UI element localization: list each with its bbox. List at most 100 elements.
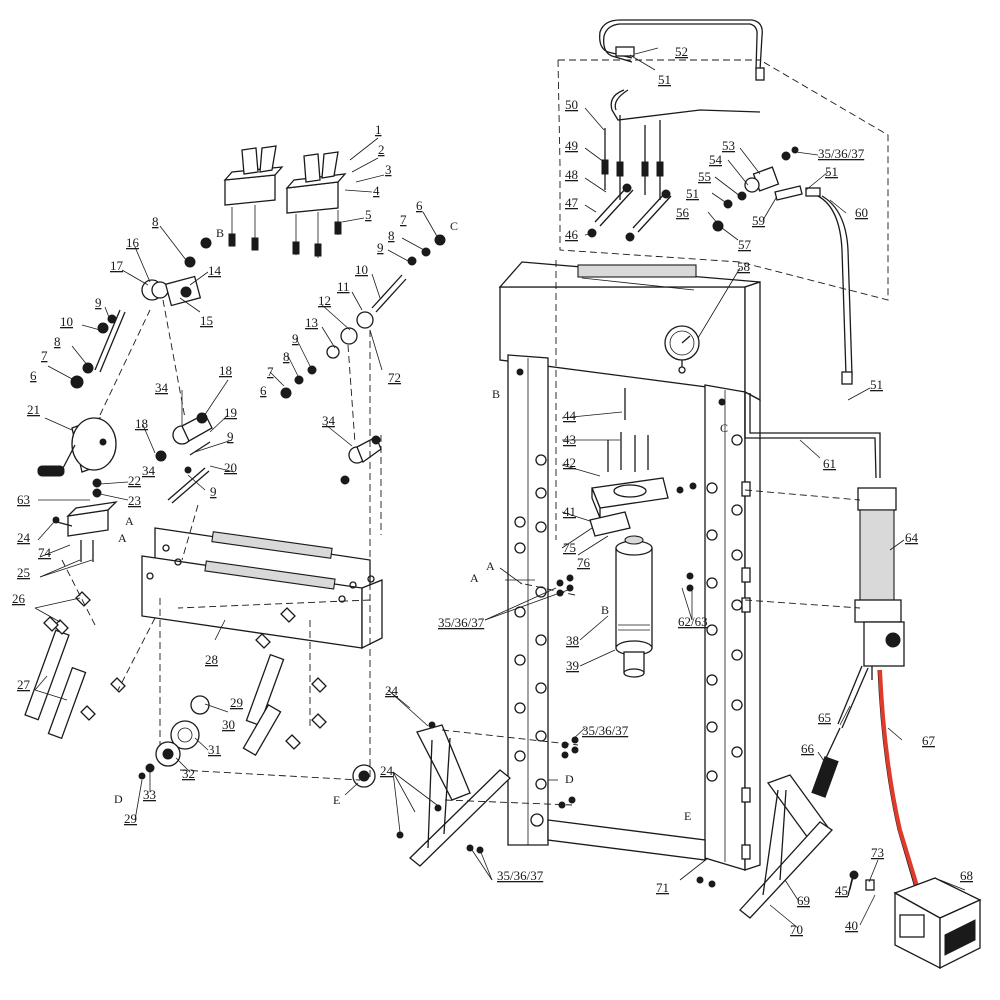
label-29b: 29: [124, 811, 137, 826]
ref-B-3: B: [601, 603, 609, 617]
label-8c: 8: [283, 349, 290, 364]
ref-D-2: D: [565, 772, 574, 786]
label-34c: 34: [322, 413, 336, 428]
label-10b: 10: [355, 262, 368, 277]
label-51b: 51: [686, 186, 699, 201]
label-9a: 9: [95, 295, 102, 310]
tie-rods: [607, 388, 649, 472]
label-61: 61: [823, 456, 836, 471]
label-44: 44: [563, 408, 577, 423]
label-8b: 8: [54, 334, 61, 349]
label-56: 56: [676, 205, 690, 220]
label-65: 65: [818, 710, 831, 725]
label-76: 76: [577, 555, 591, 570]
label-28: 28: [205, 652, 218, 667]
label-26: 26: [12, 591, 26, 606]
label-5: 5: [365, 207, 372, 222]
label-11: 11: [337, 279, 350, 294]
label-68: 68: [960, 868, 973, 883]
label-1: 1: [375, 122, 382, 137]
label-24b: 24: [385, 683, 399, 698]
label-9e: 9: [377, 240, 384, 255]
ref-B-2: B: [492, 387, 500, 401]
label-24a: 24: [17, 530, 31, 545]
label-7a: 7: [41, 348, 48, 363]
label-17: 17: [110, 258, 124, 273]
hydraulic-lines: [599, 19, 881, 479]
label-20: 20: [224, 460, 237, 475]
frame-bolts: [396, 482, 716, 888]
label-58: 58: [737, 259, 750, 274]
bed-pins: [24, 591, 327, 757]
label-7c: 7: [400, 212, 407, 227]
label-19: 19: [224, 405, 237, 420]
hydraulic-pump: [854, 487, 905, 680]
pressure-gauge: [664, 325, 700, 374]
label-60: 60: [855, 205, 868, 220]
label-9b: 9: [227, 429, 234, 444]
label-6c: 6: [416, 198, 423, 213]
label-69: 69: [797, 893, 810, 908]
ref-A-1: A: [125, 514, 134, 528]
bed-plates: [141, 527, 383, 650]
label-25: 25: [17, 565, 30, 580]
label-10a: 10: [60, 314, 73, 329]
leader-lines: [34, 47, 966, 929]
label-64: 64: [905, 530, 919, 545]
label-42: 42: [563, 455, 576, 470]
label-35-36-37b: 35/36/37: [582, 723, 629, 738]
label-63: 63: [17, 492, 30, 507]
label-34a: 34: [155, 380, 169, 395]
label-7b: 7: [267, 364, 274, 379]
label-66: 66: [801, 741, 815, 756]
label-9d: 9: [292, 331, 299, 346]
label-13: 13: [305, 315, 318, 330]
label-27: 27: [17, 677, 31, 692]
label-70: 70: [790, 922, 803, 937]
press-frame: [498, 261, 761, 871]
label-30: 30: [222, 717, 235, 732]
winch-assembly: [37, 237, 212, 562]
ref-C-1: C: [450, 219, 458, 233]
pulleys: [155, 234, 446, 504]
ram-cylinder: [589, 477, 669, 678]
label-41: 41: [563, 504, 576, 519]
label-24c: 24: [380, 763, 394, 778]
label-31: 31: [208, 742, 221, 757]
label-3: 3: [385, 162, 392, 177]
label-23: 23: [128, 493, 141, 508]
base-feet: [409, 724, 833, 919]
label-18b: 18: [219, 363, 232, 378]
label-73: 73: [871, 845, 884, 860]
reference-letters: A A A A B B B C C D D E E: [114, 219, 728, 823]
label-32: 32: [182, 766, 195, 781]
label-12: 12: [318, 293, 331, 308]
label-51d: 51: [870, 377, 883, 392]
pump-handle: [811, 665, 869, 798]
v-blocks: [223, 145, 347, 258]
ref-A-4: A: [470, 571, 479, 585]
label-51c: 51: [825, 164, 838, 179]
label-43: 43: [563, 432, 576, 447]
label-34b: 34: [142, 463, 156, 478]
label-38: 38: [566, 633, 579, 648]
ref-E-2: E: [684, 809, 691, 823]
ref-B-1: B: [216, 226, 224, 240]
label-55: 55: [698, 169, 711, 184]
label-59: 59: [752, 213, 765, 228]
label-35-36-37c: 35/36/37: [497, 868, 544, 883]
ref-D-1: D: [114, 792, 123, 806]
valve-fittings: [712, 146, 821, 232]
label-46: 46: [565, 227, 579, 242]
lower-pulleys: [138, 695, 376, 788]
label-8d: 8: [388, 228, 395, 243]
label-15: 15: [200, 313, 213, 328]
label-22: 22: [128, 473, 141, 488]
label-62-63: 62/63: [678, 614, 708, 629]
label-50: 50: [565, 97, 578, 112]
label-49: 49: [565, 138, 578, 153]
label-16: 16: [126, 235, 140, 250]
left-connectors: [61, 299, 382, 781]
label-29a: 29: [230, 695, 243, 710]
label-6a: 6: [30, 368, 37, 383]
